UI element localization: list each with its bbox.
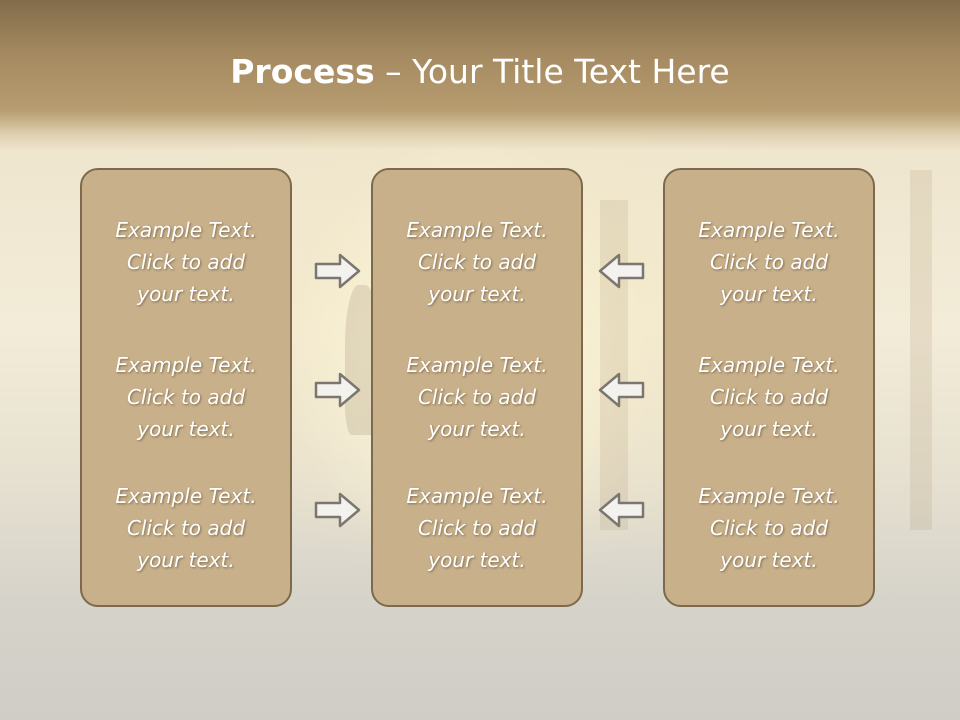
panel-text-block[interactable]: Example Text. Click to add your text. — [698, 218, 840, 306]
panel-text-block[interactable]: Example Text. Click to add your text. — [115, 484, 257, 572]
arrow-right-icon — [314, 492, 361, 528]
arrow-left-icon — [598, 372, 645, 408]
panel-text-block[interactable]: Example Text. Click to add your text. — [115, 353, 257, 441]
background-palm-trunk — [910, 170, 932, 530]
arrow-right-icon — [314, 372, 361, 408]
arrow-left-icon — [598, 492, 645, 528]
arrow-right-icon — [314, 253, 361, 289]
slide-title[interactable]: Process – Your Title Text Here — [0, 52, 960, 91]
panel-text-block[interactable]: Example Text. Click to add your text. — [698, 484, 840, 572]
title-separator: – — [374, 52, 413, 91]
title-emphasis: Process — [230, 52, 375, 91]
title-text: Your Title Text Here — [412, 52, 730, 91]
panel-text-block[interactable]: Example Text. Click to add your text. — [406, 353, 548, 441]
panel-text-block[interactable]: Example Text. Click to add your text. — [406, 484, 548, 572]
panel-text-block[interactable]: Example Text. Click to add your text. — [698, 353, 840, 441]
process-panel-left[interactable]: Example Text. Click to add your text. Ex… — [80, 168, 292, 607]
arrow-left-icon — [598, 253, 645, 289]
panel-text-block[interactable]: Example Text. Click to add your text. — [115, 218, 257, 306]
background-palm-trunk — [600, 200, 628, 530]
panel-text-block[interactable]: Example Text. Click to add your text. — [406, 218, 548, 306]
title-bar — [0, 0, 960, 150]
process-panel-right[interactable]: Example Text. Click to add your text. Ex… — [663, 168, 875, 607]
process-panel-middle[interactable]: Example Text. Click to add your text. Ex… — [371, 168, 583, 607]
